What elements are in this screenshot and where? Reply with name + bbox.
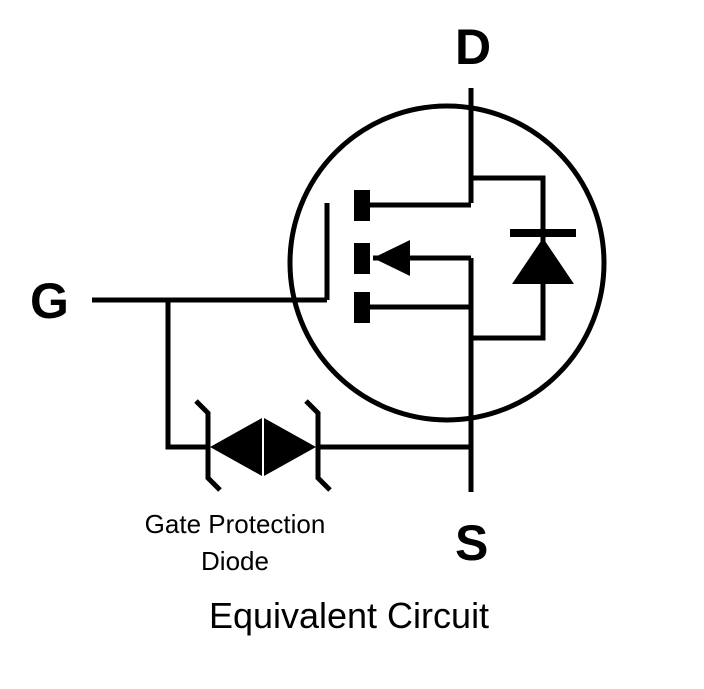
channel-segment-body — [354, 243, 370, 274]
protection-diode-left-icon — [210, 418, 262, 476]
gate-protection-diode-label: Gate Protection Diode — [110, 506, 360, 580]
gate-protection-label-line2: Diode — [201, 546, 269, 576]
protection-diode-right-icon — [264, 418, 316, 476]
body-diode-cathode-bar — [510, 229, 576, 237]
n-channel-arrow-icon — [373, 240, 410, 276]
mosfet-package-circle — [287, 103, 607, 423]
source-pin-label: S — [455, 515, 489, 571]
zener-end-right — [304, 399, 332, 492]
gate-protection-wire-left — [165, 300, 208, 450]
zener-end-left — [194, 399, 222, 492]
gate-pin-label: G — [30, 273, 69, 329]
channel-segment-source — [354, 292, 370, 323]
diagram-caption: Equivalent Circuit — [208, 595, 490, 636]
channel-segment-drain — [354, 190, 370, 221]
gate-protection-label-line1: Gate Protection — [144, 509, 326, 539]
drain-pin-label: D — [455, 19, 492, 75]
body-diode-icon — [512, 238, 574, 284]
